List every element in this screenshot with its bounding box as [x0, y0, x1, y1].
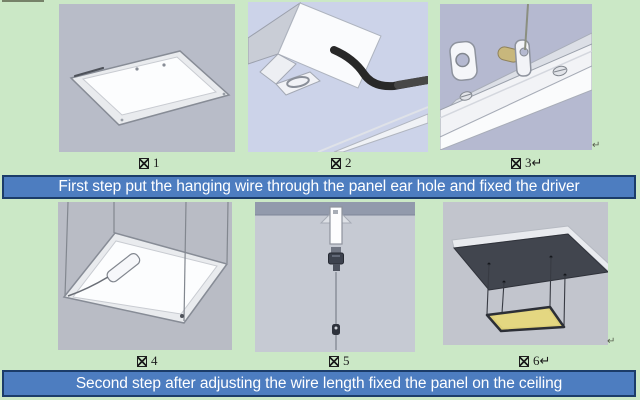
figure-2-label: 2	[331, 155, 352, 171]
figure-5-image	[255, 202, 415, 352]
return-mark: ↵	[592, 140, 601, 151]
figure-number: 1	[153, 155, 160, 170]
figure-4-image	[58, 202, 232, 350]
figure-number: 6↵	[533, 353, 551, 368]
figure-4-label: 4	[137, 353, 158, 369]
figure-character-icon	[331, 157, 341, 169]
figure-3-image	[440, 4, 592, 150]
figure-1-image	[59, 4, 235, 152]
step2-caption-text: Second step after adjusting the wire len…	[75, 374, 563, 392]
figure-character-icon	[137, 355, 147, 367]
flat-led-panel-drawing	[69, 50, 231, 126]
installed-panel-drawing	[451, 225, 608, 333]
return-mark: ↵	[607, 336, 616, 347]
figure-character-icon	[511, 157, 521, 169]
figure-1-label: 1	[139, 155, 160, 171]
cropped-content-line	[2, 0, 44, 2]
wire-anchor-drawing	[255, 202, 415, 350]
figure-character-icon	[329, 355, 339, 367]
figure-character-icon	[519, 355, 529, 367]
step1-caption-text: First step put the hanging wire through …	[58, 178, 580, 195]
figure-number: 5	[343, 353, 350, 368]
panel-corner-ear-drawing	[440, 4, 592, 150]
figure-number: 2	[345, 155, 352, 170]
figure-number: 3↵	[525, 155, 543, 170]
figure-6-label: 6↵	[519, 353, 550, 369]
driver-box-drawing	[248, 2, 428, 152]
hanging-panel-drawing	[62, 202, 229, 324]
figure-2-image	[248, 2, 428, 152]
figure-3-label: 3↵	[511, 155, 542, 171]
figure-6-image	[443, 202, 608, 345]
figure-character-icon	[139, 157, 149, 169]
step2-caption-bar: Second step after adjusting the wire len…	[2, 370, 636, 397]
step1-caption-bar: First step put the hanging wire through …	[2, 175, 636, 199]
figure-number: 4	[151, 353, 158, 368]
figure-5-label: 5	[329, 353, 350, 369]
